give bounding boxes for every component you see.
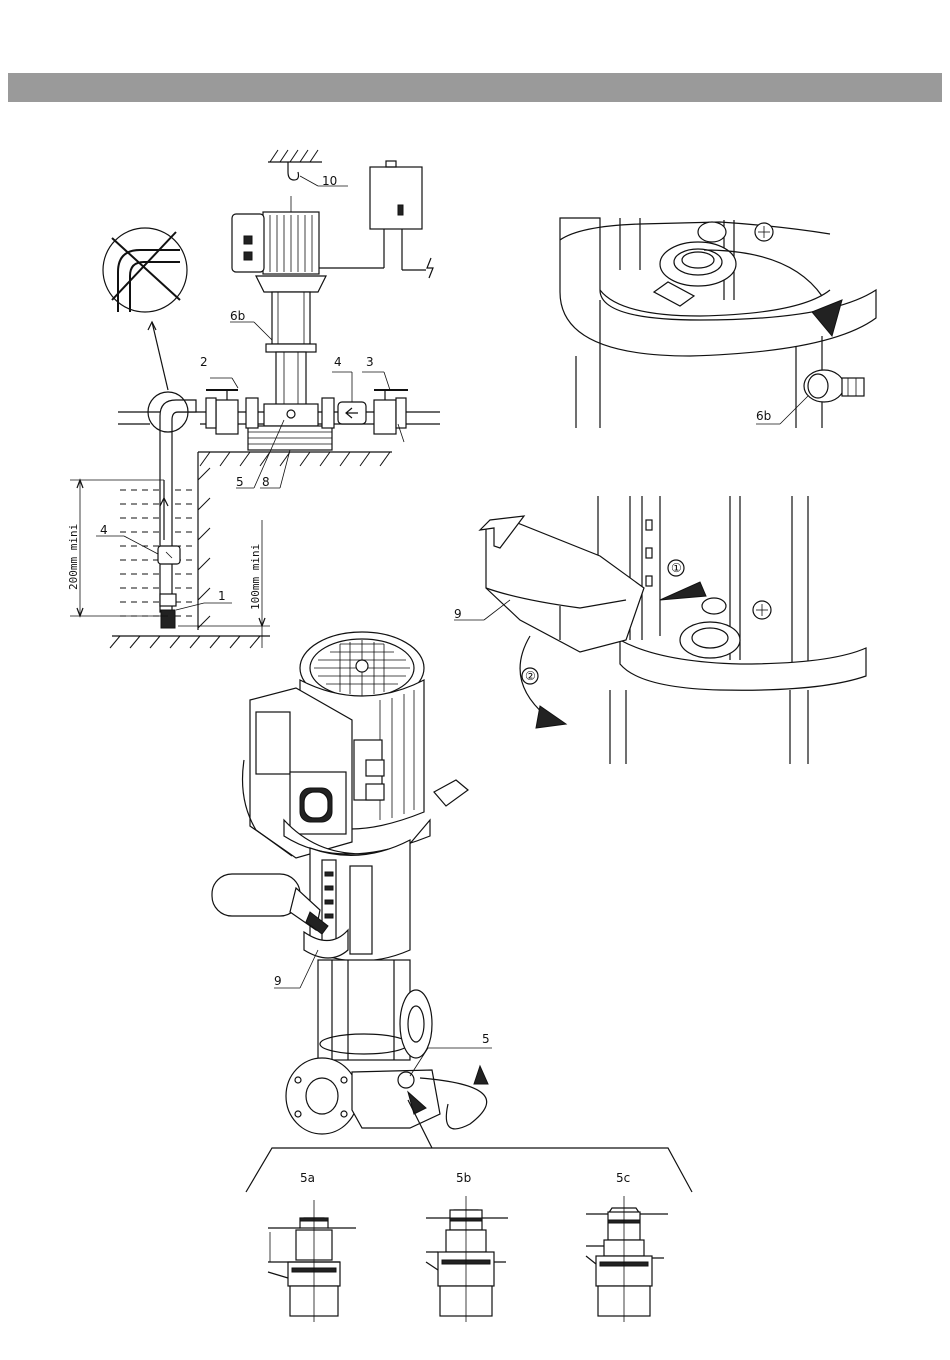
label-valve-right: 3 [366,355,374,369]
label-check-valve: 4 [334,355,342,369]
label-step1: ① [671,561,682,575]
label-pipe-section: 6b [230,309,245,323]
label-plug-right: 6b [756,409,771,423]
power-bolt-icon [427,258,433,278]
plug-detail-bracket [246,1148,692,1192]
label-cover-pump: 9 [274,974,282,988]
label-foot-valve: 1 [218,589,226,603]
label-cover: 9 [454,607,462,621]
label-hook: 10 [322,174,337,188]
pump-isometric-view [212,632,492,1148]
label-detail-b: 5b [456,1171,471,1185]
plug-detail-5b [426,1196,508,1322]
label-check-valve-suction: 4 [100,523,108,537]
plug-removal-view [560,218,876,428]
label-valve-left: 2 [200,355,208,369]
hook-icon [288,162,299,180]
label-plug: 5 [236,475,244,489]
label-detail-c: 5c [616,1171,630,1185]
cover-removal-view [454,496,866,764]
label-detail-a: 5a [300,1171,315,1185]
label-depth-b: 100mm mini [249,544,262,610]
plug-detail-5c [586,1196,668,1322]
label-step2: ② [525,669,536,683]
label-depth-a: 200mm mini [67,524,80,590]
plug-detail-5a [268,1200,356,1322]
control-box [370,167,422,229]
label-plug-pump: 5 [482,1032,490,1046]
label-base: 8 [262,475,270,489]
